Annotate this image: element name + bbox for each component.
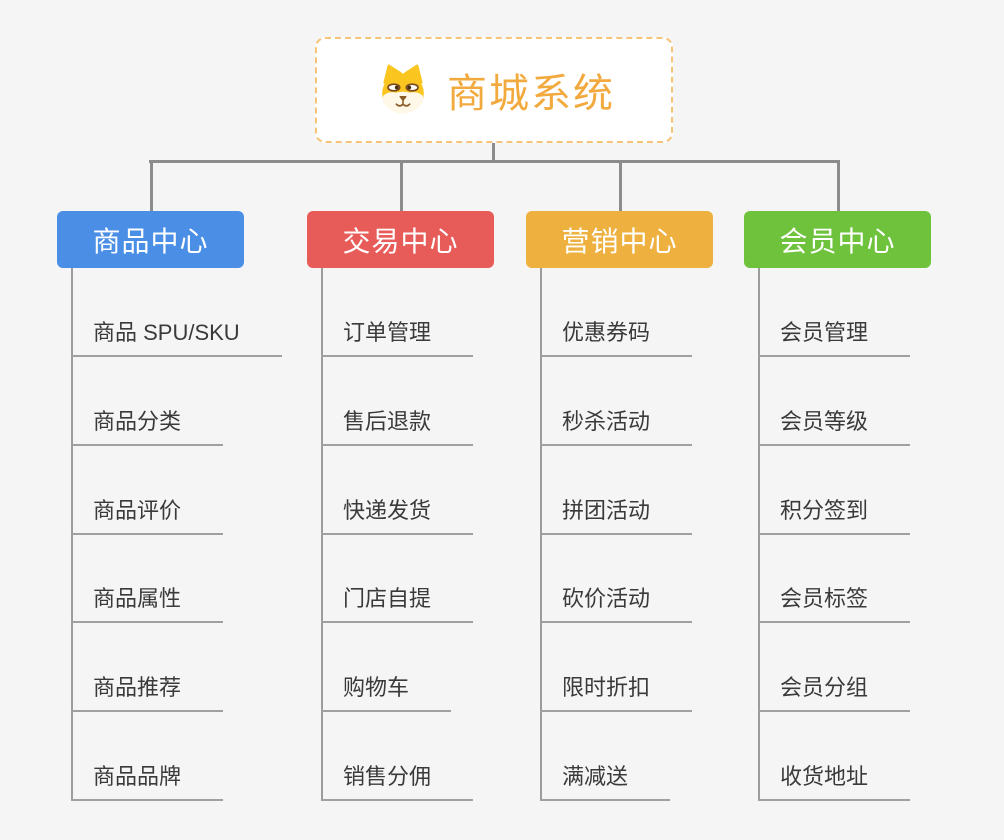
branch-item[interactable]: 商品评价 — [71, 491, 224, 535]
branch-item[interactable]: 商品分类 — [71, 402, 224, 446]
branch-item[interactable]: 会员等级 — [758, 402, 911, 446]
branch-header[interactable]: 商品中心 — [57, 211, 244, 268]
branch-header[interactable]: 营销中心 — [526, 211, 713, 268]
branch-item[interactable]: 收货地址 — [758, 757, 911, 801]
connector-line — [399, 160, 403, 211]
root-title: 商城系统 — [447, 72, 615, 116]
branch-item[interactable]: 会员分组 — [758, 668, 911, 712]
branch-item[interactable]: 限时折扣 — [540, 668, 693, 712]
connector-line — [149, 160, 839, 163]
connector-line — [836, 160, 840, 211]
branch-item[interactable]: 会员标签 — [758, 579, 911, 623]
branch-item[interactable]: 优惠券码 — [540, 313, 693, 357]
branch-item[interactable]: 商品 SPU/SKU — [71, 313, 282, 357]
branch-item[interactable]: 商品属性 — [71, 579, 224, 623]
branch-header-label: 会员中心 — [779, 225, 896, 257]
branch-header-label: 营销中心 — [561, 225, 678, 257]
branch-item[interactable]: 销售分佣 — [321, 757, 474, 801]
branch-header-label: 商品中心 — [92, 225, 209, 257]
branch-item[interactable]: 积分签到 — [758, 491, 911, 535]
branch-item[interactable]: 商品品牌 — [71, 757, 224, 801]
branch-header-label: 交易中心 — [342, 225, 459, 257]
branch-item[interactable]: 商品推荐 — [71, 668, 224, 712]
branch-header[interactable]: 会员中心 — [744, 211, 931, 268]
connector-line — [149, 160, 153, 211]
branch-item[interactable]: 会员管理 — [758, 313, 911, 357]
root-node[interactable]: 商城系统 — [315, 37, 673, 143]
dog-icon — [382, 64, 424, 114]
branch-item[interactable]: 门店自提 — [321, 579, 474, 623]
branch-item[interactable]: 订单管理 — [321, 313, 474, 357]
branch-header[interactable]: 交易中心 — [307, 211, 494, 268]
branch-item[interactable]: 满减送 — [540, 757, 671, 801]
branch-item[interactable]: 购物车 — [321, 668, 452, 712]
connector-line — [492, 143, 495, 163]
connector-line — [618, 160, 622, 211]
branch-item[interactable]: 砍价活动 — [540, 579, 693, 623]
branch-item[interactable]: 售后退款 — [321, 402, 474, 446]
branch-item[interactable]: 秒杀活动 — [540, 402, 693, 446]
branch-item[interactable]: 拼团活动 — [540, 491, 693, 535]
branch-item[interactable]: 快递发货 — [321, 491, 474, 535]
